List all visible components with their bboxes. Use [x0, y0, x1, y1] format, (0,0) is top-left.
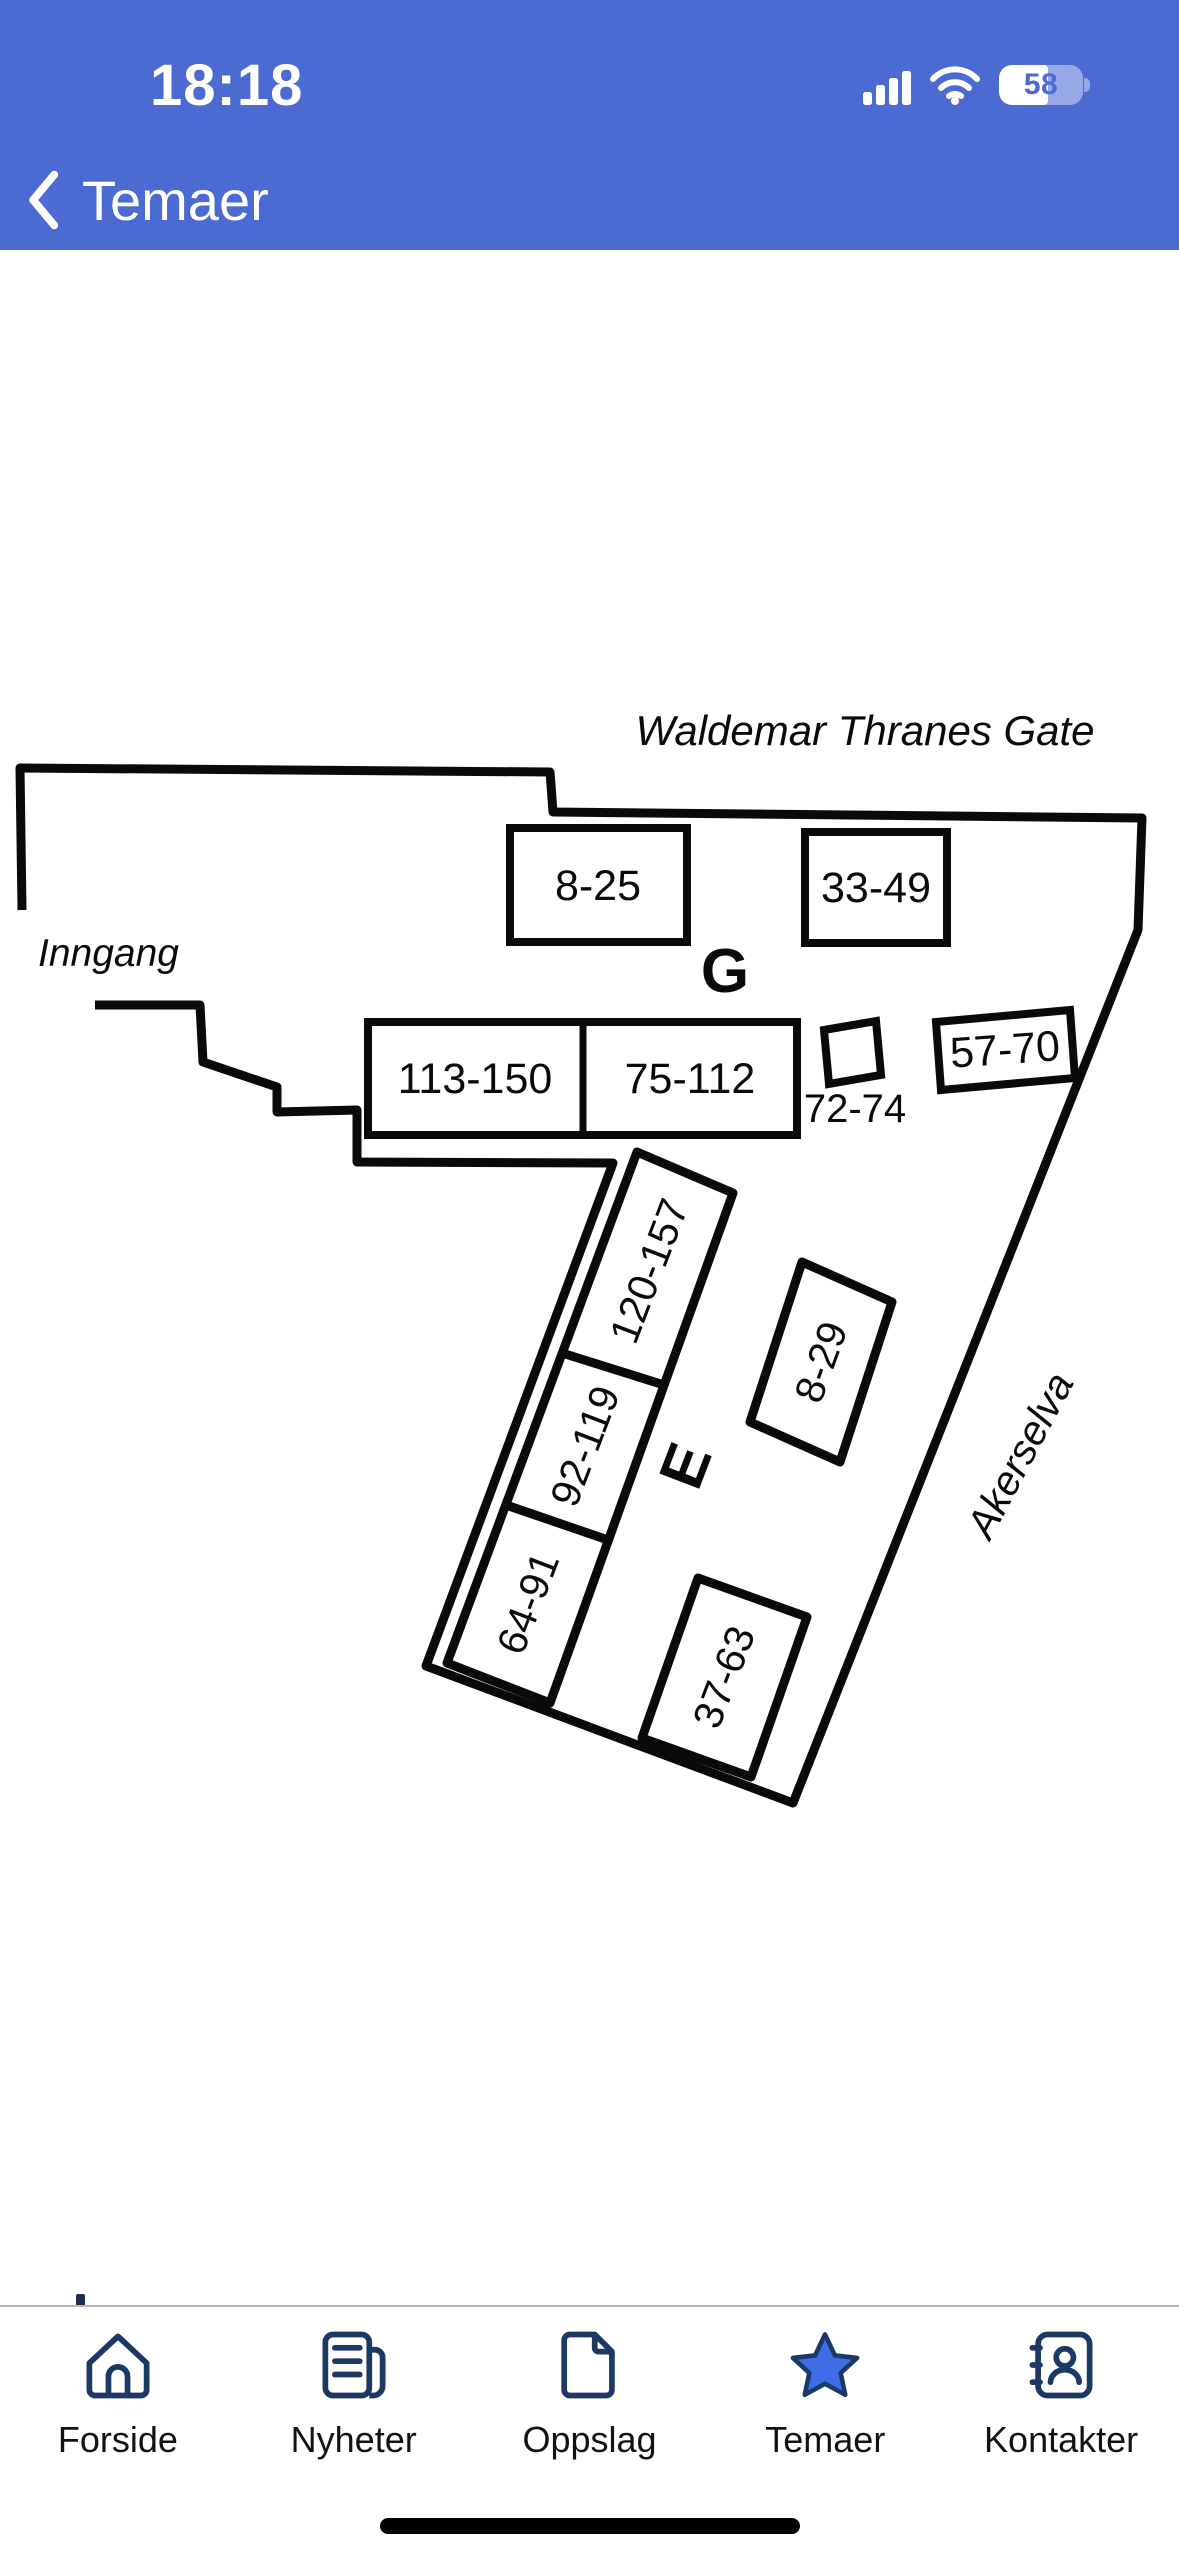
plot-g-far-right: 57-70 [931, 1005, 1080, 1095]
map-boundary [15, 763, 1147, 1808]
tab-label: Forside [57, 2419, 178, 2460]
street-label: Waldemar Thranes Gate [635, 707, 1094, 754]
svg-text:33-49: 33-49 [821, 864, 931, 912]
section-e-label: E [646, 1434, 725, 1497]
home-icon [86, 2333, 150, 2399]
wifi-icon [930, 66, 980, 105]
tab-label: Temaer [765, 2419, 886, 2460]
plot-g-top-left: 8-25 [506, 824, 691, 946]
home-indicator[interactable] [380, 2518, 800, 2534]
document-icon [561, 2331, 616, 2399]
tab-temaer[interactable]: Temaer [707, 2323, 943, 2493]
plot-e-lower: 37-63 [637, 1573, 812, 1782]
svg-text:57-70: 57-70 [948, 1022, 1061, 1078]
svg-text:75-112: 75-112 [625, 1055, 756, 1103]
svg-text:8-25: 8-25 [555, 862, 641, 910]
tab-oppslag[interactable]: Oppslag [472, 2323, 708, 2493]
plot-g-row: 113-150 75-112 [364, 1018, 801, 1139]
plot-e-strip: 120-157 92-119 64-91 [442, 1147, 738, 1708]
cellular-signal-icon [863, 65, 911, 105]
tab-bar: Forside Nyheter Oppslag Temaer [0, 2305, 1179, 2558]
plot-g-top-right: 33-49 [801, 828, 951, 947]
tab-label: Nyheter [290, 2419, 417, 2460]
news-icon [322, 2331, 386, 2399]
status-time: 18:18 [150, 52, 304, 118]
tab-kontakter[interactable]: Kontakter [943, 2323, 1179, 2493]
star-icon [790, 2332, 860, 2398]
battery-fill [999, 65, 1048, 105]
battery-percent: 58 [1023, 68, 1059, 101]
header: 18:18 58 Temaer [0, 0, 1179, 250]
stray-mark [76, 2294, 85, 2309]
tab-forside[interactable]: Forside [0, 2323, 236, 2493]
tab-label: Kontakter [984, 2419, 1139, 2460]
battery-nub [1084, 78, 1090, 92]
contacts-icon [1029, 2331, 1093, 2399]
river-label: Akerselva [956, 1365, 1083, 1548]
status-bar: 18:18 58 [0, 30, 1179, 140]
nav-bar: Temaer [0, 150, 1179, 250]
tab-label: Oppslag [522, 2419, 657, 2460]
svg-text:113-150: 113-150 [398, 1055, 553, 1103]
back-chevron-icon[interactable] [26, 169, 60, 231]
section-g-label: G [701, 937, 749, 1006]
back-button-label[interactable]: Temaer [82, 168, 269, 232]
plot-g-small: 72-74 [804, 1016, 906, 1131]
battery-icon: 58 [999, 65, 1090, 105]
plot-e-upper: 8-29 [745, 1257, 897, 1467]
svg-text:72-74: 72-74 [804, 1087, 906, 1131]
status-icons: 58 [863, 65, 1090, 105]
tab-nyheter[interactable]: Nyheter [236, 2323, 472, 2493]
entrance-label: Inngang [38, 932, 179, 975]
